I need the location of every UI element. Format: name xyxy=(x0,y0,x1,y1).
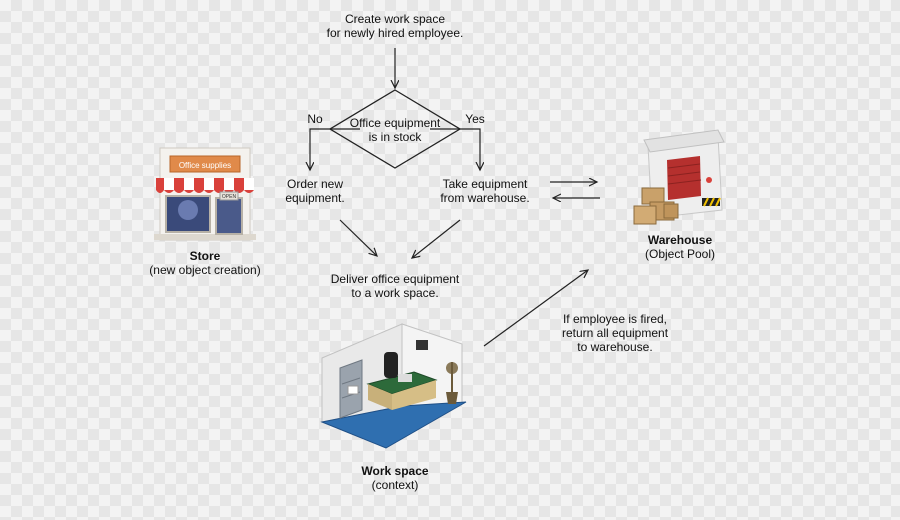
store-door-sign-text: OPEN xyxy=(222,194,237,200)
store-title: Store xyxy=(189,249,221,263)
take-line-1: Take equipment xyxy=(442,177,528,191)
start-line-2: for newly hired employee. xyxy=(326,26,464,40)
arrow-workspace-to-warehouse xyxy=(483,270,588,347)
take-line-2: from warehouse. xyxy=(440,191,530,205)
workspace-subtitle: (context) xyxy=(371,478,419,492)
yes-label: Yes xyxy=(465,112,485,126)
deliver-line-2: to a work space. xyxy=(351,286,439,300)
store-icon: Office supplies OPEN xyxy=(154,147,256,241)
start-line-1: Create work space xyxy=(344,12,446,26)
warehouse-caption: Warehouse (Object Pool) xyxy=(620,233,740,261)
arrow-no-branch xyxy=(310,128,360,170)
arrow-order-to-deliver xyxy=(339,219,377,256)
arrow-take-to-deliver xyxy=(412,219,461,258)
deliver-line-1: Deliver office equipment xyxy=(330,272,460,286)
store-sign-text: Office supplies xyxy=(179,161,231,170)
fired-line-3: to warehouse. xyxy=(577,340,653,354)
arrow-yes-branch xyxy=(430,128,480,170)
workspace-icon xyxy=(320,323,467,449)
no-label: No xyxy=(307,112,323,126)
warehouse-subtitle: (Object Pool) xyxy=(644,247,716,261)
decision-line-1: Office equipment xyxy=(349,116,441,130)
decision-label: Office equipment is in stock xyxy=(335,116,455,144)
order-label: Order new equipment. xyxy=(270,177,360,205)
store-subtitle: (new object creation) xyxy=(149,263,261,277)
take-label: Take equipment from warehouse. xyxy=(430,177,540,205)
store-caption: Store (new object creation) xyxy=(140,249,270,277)
workspace-title: Work space xyxy=(361,464,429,478)
order-line-2: equipment. xyxy=(285,191,345,205)
fired-label: If employee is fired, return all equipme… xyxy=(550,312,680,354)
warehouse-title: Warehouse xyxy=(647,233,713,247)
fired-line-2: return all equipment xyxy=(561,326,669,340)
decision-line-2: is in stock xyxy=(368,130,422,144)
workspace-caption: Work space (context) xyxy=(335,464,455,492)
order-line-1: Order new xyxy=(286,177,344,191)
start-label: Create work space for newly hired employ… xyxy=(310,12,480,40)
deliver-label: Deliver office equipment to a work space… xyxy=(320,272,470,300)
warehouse-icon xyxy=(633,129,725,225)
fired-line-1: If employee is fired, xyxy=(562,312,668,326)
decision-diamond xyxy=(328,89,462,169)
